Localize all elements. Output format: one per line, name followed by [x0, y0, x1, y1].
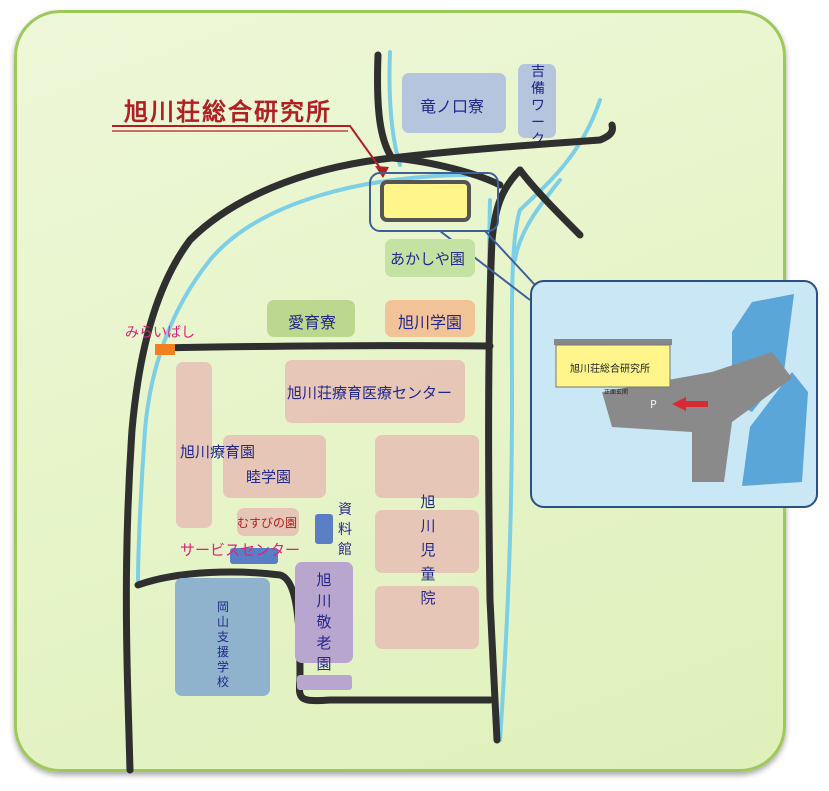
- akashiya-label: あかしや園: [390, 250, 465, 268]
- inset-detail-map: 旭川荘総合研究所 正面玄関 P: [530, 280, 818, 508]
- institute-building: [380, 180, 471, 222]
- musubi-label: むすびの園: [237, 516, 298, 530]
- gakuen-building: [385, 300, 475, 337]
- parking-icon[interactable]: P: [650, 398, 657, 411]
- road-lines: [122, 51, 616, 774]
- inset-arrow-icon: [672, 397, 708, 411]
- iryo-center-building: [285, 360, 465, 423]
- jidoin-building-1: [375, 435, 479, 498]
- shien-gakko-building: [175, 578, 270, 696]
- ryunokuchi-building: [402, 73, 506, 133]
- aiiku-building: [267, 300, 355, 337]
- shien-gakko-label: 岡山支援学校: [216, 600, 229, 689]
- keiroen-annex: [297, 675, 352, 690]
- keiroen-label: 旭川敬老園: [316, 571, 332, 673]
- musubi-building: [237, 508, 299, 536]
- bridge-icon: [155, 344, 175, 355]
- service-center-label: サービスセンター: [180, 541, 301, 559]
- ryunokuchi-label: 竜ノ口寮: [420, 97, 485, 116]
- kibi-work-label: 吉備ワーク: [531, 64, 545, 148]
- inset-roof: [554, 339, 672, 345]
- title-leader-line: [112, 125, 384, 173]
- jidoin-label: 旭川児童院: [420, 493, 436, 607]
- shiryokan-label: 資料館: [338, 502, 352, 558]
- gakuen-label: 旭川学園: [398, 313, 463, 332]
- inset-graphics: [554, 294, 808, 486]
- keiroen-building: [295, 562, 353, 663]
- akashiya-building: [385, 239, 475, 277]
- inset-building: [555, 344, 671, 388]
- mutsumi-building: [223, 435, 326, 498]
- page-title: 旭川荘総合研究所: [124, 98, 332, 126]
- service-center-building: [230, 548, 278, 564]
- bridge-label: みらいばし: [125, 325, 195, 341]
- shiryokan-building: [315, 514, 333, 544]
- inset-building-label: 旭川荘総合研究所: [570, 364, 650, 375]
- kibi-work-building: [518, 64, 556, 138]
- ryoikuen-label: 旭川療育園: [180, 443, 256, 461]
- jidoin-building-2: [375, 510, 479, 573]
- inset-entrance-label[interactable]: 正面玄関: [604, 389, 629, 396]
- aiiku-label: 愛育寮: [288, 313, 337, 332]
- institute-outline: [369, 172, 499, 232]
- ryoikuen-building: [176, 362, 212, 528]
- mutsumi-label: 睦学園: [246, 468, 292, 486]
- inset-leader-upper: [484, 230, 536, 286]
- inset-river-lower: [742, 372, 808, 486]
- iryo-center-label: 旭川荘療育医療センター: [287, 384, 453, 402]
- jidoin-building-3: [375, 586, 479, 649]
